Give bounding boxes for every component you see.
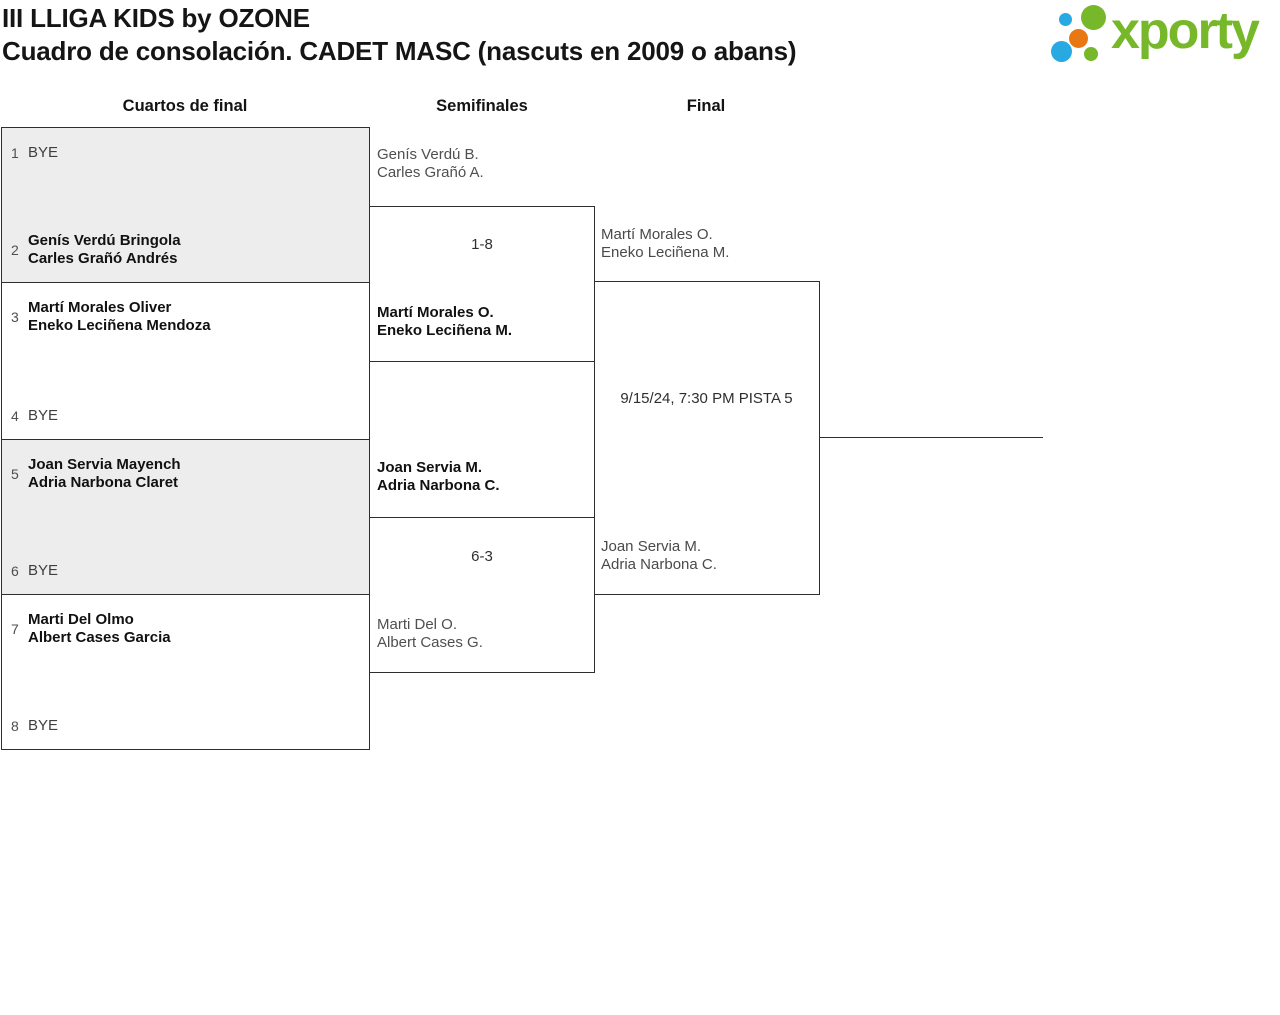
column-header-quarterfinals: Cuartos de final	[122, 97, 248, 115]
page-title: III LLIGA KIDS by OZONE	[2, 3, 310, 33]
champion-line	[819, 436, 1043, 438]
logo-dot-icon	[1081, 5, 1106, 30]
team-name-line: Carles Grañó A.	[377, 164, 484, 181]
final-bottom-team: Joan Servia M. Adria Narbona C.	[601, 538, 717, 574]
xporty-logo-text: xporty	[1111, 2, 1260, 60]
team-names: Joan Servia Mayench Adria Narbona Claret	[28, 456, 181, 492]
team-name-line: Joan Servia M.	[377, 459, 483, 476]
team-name-line: Eneko Leciñena Mendoza	[28, 317, 211, 334]
team-name-line: Eneko Leciñena M.	[377, 322, 513, 339]
column-header-semifinals: Semifinales	[436, 97, 528, 115]
xporty-logo[interactable]: xporty	[1050, 2, 1278, 74]
page-subtitle: Cuadro de consolación. CADET MASC (nascu…	[2, 36, 797, 66]
team-names: BYE	[28, 562, 58, 580]
team-name-line: Adria Narbona C.	[377, 477, 500, 494]
logo-dot-icon	[1051, 41, 1072, 62]
logo-dot-icon	[1069, 29, 1088, 48]
qf-match-1: 1 BYE 2 Genís Verdú Bringola Carles Grañ…	[2, 128, 369, 282]
match-score: 1-8	[471, 236, 493, 253]
seed-number: 5	[11, 465, 19, 482]
team-name-line: Genís Verdú Bringola	[28, 232, 181, 249]
qf-match-2: 3 Martí Morales Oliver Eneko Leciñena Me…	[2, 282, 369, 439]
team-row: 7 Marti Del Olmo Albert Cases Garcia	[2, 611, 363, 647]
seed-number: 6	[11, 563, 19, 579]
team-name-line: BYE	[28, 562, 59, 579]
team-row: 8 BYE	[2, 717, 363, 735]
team-name-line: Genís Verdú B.	[377, 146, 479, 163]
team-names: BYE	[28, 144, 58, 162]
team-name-line: Eneko Leciñena M.	[601, 244, 730, 261]
team-name-line: BYE	[28, 406, 59, 424]
team-row: 5 Joan Servia Mayench Adria Narbona Clar…	[2, 456, 363, 492]
seed-number: 2	[11, 242, 19, 258]
team-row: 4 BYE	[2, 407, 363, 425]
team-name-line: Martí Morales Oliver	[28, 299, 172, 316]
team-name-line: Albert Cases G.	[377, 634, 483, 651]
sf-match-1-box	[369, 206, 595, 362]
seed-number: 4	[11, 407, 19, 424]
seed-number: 8	[11, 718, 19, 734]
team-names: Genís Verdú Bringola Carles Grañó Andrés	[28, 232, 181, 268]
quarterfinals-column: 1 BYE 2 Genís Verdú Bringola Carles Grañ…	[1, 127, 370, 750]
team-row: 2 Genís Verdú Bringola Carles Grañó Andr…	[2, 232, 363, 268]
team-name-line: Albert Cases Garcia	[28, 629, 171, 646]
final-schedule: 9/15/24, 7:30 PM PISTA 5	[620, 390, 793, 407]
sf1-top-team: Genís Verdú B. Carles Grañó A.	[377, 146, 484, 182]
team-name-line: Carles Grañó Andrés	[28, 250, 178, 267]
team-names: BYE	[28, 717, 58, 735]
seed-number: 7	[11, 621, 19, 637]
team-name-line: Martí Morales O.	[377, 304, 494, 321]
qf-match-4: 7 Marti Del Olmo Albert Cases Garcia 8 B…	[2, 594, 369, 749]
match-score: 6-3	[471, 548, 493, 565]
team-row: 3 Martí Morales Oliver Eneko Leciñena Me…	[2, 299, 363, 335]
team-name-line: Joan Servia M.	[601, 538, 702, 555]
team-row: 1 BYE	[2, 144, 363, 162]
team-name-line: Adria Narbona C.	[601, 556, 717, 573]
sf2-top-team: Joan Servia M. Adria Narbona C.	[377, 459, 500, 495]
logo-dot-icon	[1084, 47, 1098, 61]
team-name-line: BYE	[28, 144, 59, 161]
team-name-line: Joan Servia Mayench	[28, 455, 181, 473]
seed-number: 1	[11, 145, 19, 161]
team-name-line: BYE	[28, 717, 59, 734]
team-names: BYE	[28, 407, 58, 425]
team-name-line: Marti Del O.	[377, 616, 458, 633]
sf-match-2-box	[369, 517, 595, 673]
team-names: Marti Del Olmo Albert Cases Garcia	[28, 611, 171, 647]
sf2-bottom-team: Marti Del O. Albert Cases G.	[377, 616, 483, 652]
team-name-line: Adria Narbona Claret	[28, 473, 179, 491]
team-names: Martí Morales Oliver Eneko Leciñena Mend…	[28, 299, 211, 335]
qf-match-3: 5 Joan Servia Mayench Adria Narbona Clar…	[2, 438, 369, 594]
column-header-final: Final	[686, 97, 726, 115]
team-name-line: Martí Morales O.	[601, 226, 713, 243]
sf1-bottom-team: Martí Morales O. Eneko Leciñena M.	[377, 304, 512, 340]
team-row: 6 BYE	[2, 562, 363, 580]
team-name-line: Marti Del Olmo	[28, 611, 134, 628]
logo-dot-icon	[1059, 13, 1072, 26]
seed-number: 3	[11, 309, 19, 325]
final-top-team: Martí Morales O. Eneko Leciñena M.	[601, 226, 729, 262]
